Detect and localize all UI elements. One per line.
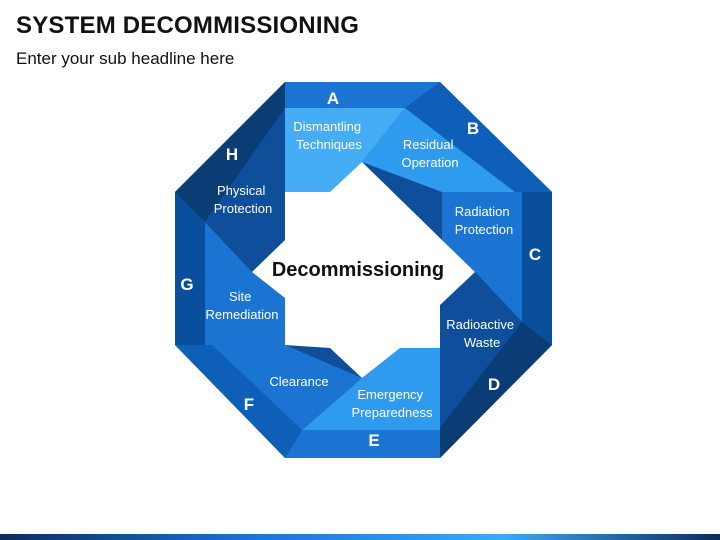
segment-d-letter: D (488, 375, 500, 394)
segment-c-band (522, 192, 552, 345)
segment-d-panel (440, 272, 522, 428)
segment-b-letter: B (467, 119, 479, 138)
segment-g-label: Site Remediation (206, 289, 279, 322)
center-label: Decommissioning (272, 259, 444, 281)
page-title: SYSTEM DECOMMISSIONING (16, 12, 360, 39)
segment-a-label: Dismantling Techniques (293, 119, 365, 152)
segment-h-letter: H (226, 145, 238, 164)
segment-d-label: Radioactive Waste (446, 317, 518, 350)
segment-f-band (175, 345, 302, 458)
segment-a-band (285, 82, 440, 108)
segment-a-letter: A (327, 89, 339, 108)
segment-f-label: Clearance (269, 374, 328, 389)
segment-b-panel (362, 108, 515, 192)
segment-g-panel (205, 222, 285, 345)
segment-h-band (175, 82, 285, 222)
segment-c-letter: C (529, 245, 541, 264)
page-subtitle: Enter your sub headline here (16, 49, 235, 68)
segment-c-label: Radiation Protection (455, 204, 514, 237)
segment-e-label: Emergency Preparedness (352, 387, 433, 420)
segment-d-band (440, 322, 552, 458)
segment-h-panel (205, 108, 285, 272)
segment-e-panel (302, 348, 440, 430)
segment-b-band (405, 82, 552, 192)
segment-g-letter: G (180, 275, 193, 294)
segment-a-panel (285, 108, 405, 192)
segment-e-letter: E (368, 431, 379, 450)
segment-bands (175, 82, 552, 458)
segment-c-panel (442, 192, 522, 322)
segment-f-panel (212, 345, 362, 430)
segment-b-label: Residual Operation (401, 137, 458, 170)
center-area (252, 162, 475, 378)
segment-g-band (175, 192, 205, 345)
segment-h-label: Physical Protection (214, 183, 273, 216)
segment-f-letter: F (244, 395, 254, 414)
segment-e-band (285, 430, 440, 458)
footer-bar (0, 534, 720, 540)
